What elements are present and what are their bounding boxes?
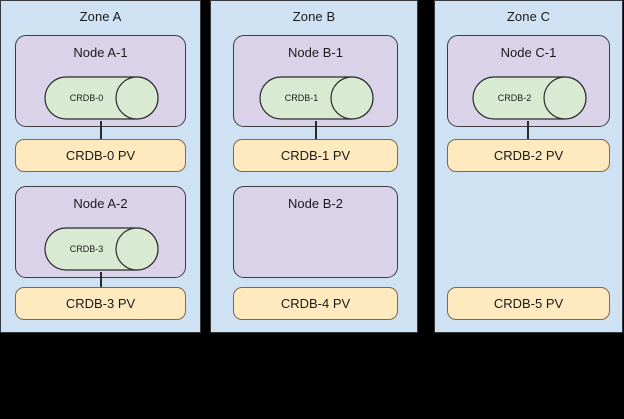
pv-crdb-5[interactable]: CRDB-5 PV bbox=[447, 287, 610, 320]
node-c-1-title: Node C-1 bbox=[500, 45, 557, 60]
cylinder-shape bbox=[259, 76, 374, 120]
zone-b-container[interactable]: Zone B Node B-1 CRDB-1 CRDB-1 PV Node B-… bbox=[210, 0, 418, 333]
cylinder-shape bbox=[44, 227, 159, 271]
node-c-1[interactable]: Node C-1 CRDB-2 bbox=[447, 35, 610, 127]
pv-crdb-1-label: CRDB-1 PV bbox=[280, 148, 351, 163]
zone-b-title: Zone B bbox=[292, 9, 336, 24]
zone-c-title: Zone C bbox=[506, 9, 551, 24]
node-b-1-title: Node B-1 bbox=[288, 45, 343, 60]
zone-a-container[interactable]: Zone A Node A-1 CRDB-0 CRDB-0 PV Node A-… bbox=[0, 0, 201, 333]
cylinder-shape bbox=[44, 76, 159, 120]
node-a-2[interactable]: Node A-2 CRDB-3 bbox=[15, 186, 186, 278]
connector-crdb-2 bbox=[527, 121, 529, 141]
pv-crdb-2-label: CRDB-2 PV bbox=[493, 148, 564, 163]
node-a-1[interactable]: Node A-1 CRDB-0 bbox=[15, 35, 186, 127]
pv-crdb-5-label: CRDB-5 PV bbox=[493, 296, 564, 311]
database-crdb-0[interactable]: CRDB-0 bbox=[44, 76, 159, 120]
pv-crdb-3[interactable]: CRDB-3 PV bbox=[15, 287, 186, 320]
connector-crdb-0 bbox=[100, 121, 102, 141]
database-crdb-2[interactable]: CRDB-2 bbox=[472, 76, 587, 120]
pv-crdb-0[interactable]: CRDB-0 PV bbox=[15, 139, 186, 172]
cylinder-shape bbox=[472, 76, 587, 120]
connector-crdb-1 bbox=[315, 121, 317, 141]
pv-crdb-3-label: CRDB-3 PV bbox=[65, 296, 136, 311]
pv-crdb-0-label: CRDB-0 PV bbox=[65, 148, 136, 163]
database-crdb-3[interactable]: CRDB-3 bbox=[44, 227, 159, 271]
node-b-2[interactable]: Node B-2 bbox=[233, 186, 398, 278]
connector-crdb-3 bbox=[100, 272, 102, 292]
zone-c-container[interactable]: Zone C Node C-1 CRDB-2 CRDB-2 PV CRDB-5 … bbox=[434, 0, 623, 333]
pv-crdb-4-label: CRDB-4 PV bbox=[280, 296, 351, 311]
zone-a-title: Zone A bbox=[79, 9, 122, 24]
node-b-1[interactable]: Node B-1 CRDB-1 bbox=[233, 35, 398, 127]
pv-crdb-4[interactable]: CRDB-4 PV bbox=[233, 287, 398, 320]
pv-crdb-2[interactable]: CRDB-2 PV bbox=[447, 139, 610, 172]
pv-crdb-1[interactable]: CRDB-1 PV bbox=[233, 139, 398, 172]
database-crdb-1[interactable]: CRDB-1 bbox=[259, 76, 374, 120]
node-b-2-title: Node B-2 bbox=[288, 196, 343, 211]
node-a-2-title: Node A-2 bbox=[73, 196, 128, 211]
node-a-1-title: Node A-1 bbox=[73, 45, 128, 60]
